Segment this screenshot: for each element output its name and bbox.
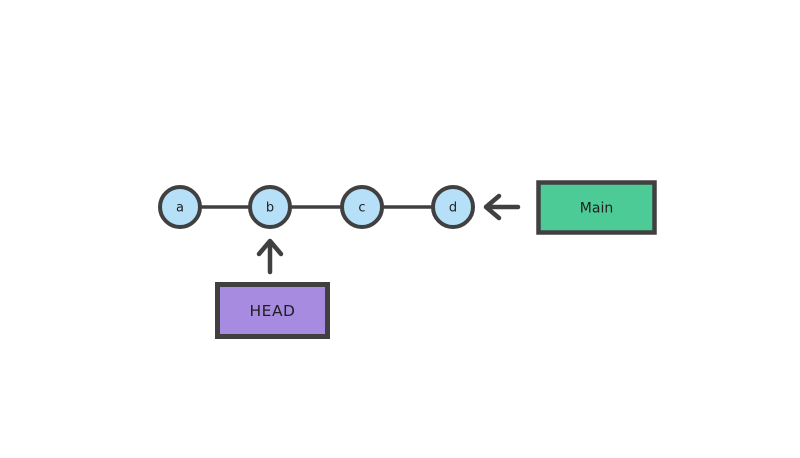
head-pointer-box: HEAD (215, 282, 330, 339)
up-arrow-head (256, 238, 284, 257)
commit-node-b: b (248, 185, 292, 229)
head-to-b-arrow-icon (256, 238, 284, 275)
main-branch-label: Main (580, 201, 613, 217)
main-branch-box: Main (536, 180, 657, 235)
commit-node-d-label: d (449, 201, 457, 216)
commit-node-d: d (431, 185, 475, 229)
main-branch-rect (536, 180, 657, 235)
head-pointer-label: HEAD (250, 302, 296, 320)
commit-node-c: c (340, 185, 384, 229)
commit-node-a: a (158, 185, 202, 229)
commit-node-a-circle (158, 185, 202, 229)
commit-node-c-label: c (358, 201, 365, 216)
commit-node-b-label: b (266, 201, 274, 216)
main-to-d-arrow-icon (483, 193, 521, 221)
commit-node-b-circle (248, 185, 292, 229)
commit-node-a-label: a (176, 201, 184, 216)
head-pointer-rect (215, 282, 330, 339)
left-arrow-head (483, 193, 502, 221)
commit-node-d-circle (431, 185, 475, 229)
commit-node-c-circle (340, 185, 384, 229)
